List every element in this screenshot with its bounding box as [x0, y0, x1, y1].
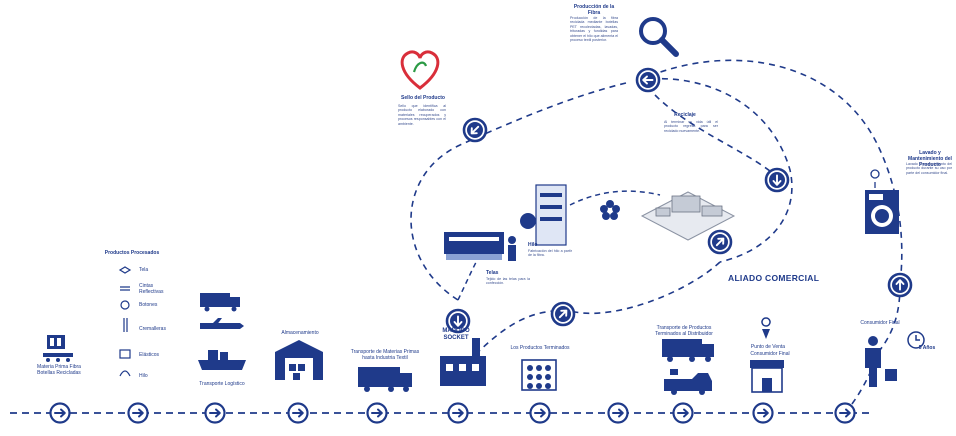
factory-truck-icon — [358, 367, 412, 392]
arrow-up-washing — [887, 272, 913, 298]
flow-arrow-5 — [366, 402, 388, 424]
factory-transport-label: Transporte de Materias Primas hasta Indu… — [350, 349, 420, 361]
consumer-label-store: Consumidor Final — [750, 351, 790, 357]
loop-mid — [569, 190, 661, 206]
yarn-flower-icon — [600, 200, 620, 220]
lifespan-label: 5 Años — [918, 345, 936, 351]
arrow-down-left — [458, 113, 492, 147]
finished-products-icon — [521, 359, 557, 391]
final-products-label: Los Productos Terminados — [510, 345, 570, 351]
flow-arrow-3 — [204, 402, 226, 424]
thread-title: Hilo — [528, 242, 538, 248]
flow-arrow-8 — [607, 402, 629, 424]
material-thread: Hilo — [139, 373, 148, 379]
storage-label: Almacenamiento — [281, 330, 319, 336]
material-icons — [118, 266, 132, 377]
loop-exit-2 — [844, 349, 881, 414]
zipper-icon — [123, 318, 128, 332]
loop-left — [410, 81, 631, 301]
ally-label: ALIADO COMERCIAL — [728, 273, 820, 283]
flow-arrow-7 — [529, 402, 551, 424]
airplane-icon — [200, 323, 244, 329]
location-pin-icon — [761, 317, 771, 339]
magnifier-icon — [639, 17, 679, 57]
washing-machine-icon — [865, 169, 899, 234]
loop-outer — [639, 59, 903, 286]
truck-icon — [200, 293, 230, 307]
logistics-icons — [198, 293, 246, 370]
fabric-icon — [118, 266, 132, 274]
consumer-label: Consumidor Final — [860, 320, 900, 326]
flow-arrow-4 — [287, 402, 309, 424]
loop-inner — [654, 94, 776, 176]
flow-arrow-2 — [127, 402, 149, 424]
materials-title: Productos Procesados — [104, 250, 160, 256]
distribution-truck-icon — [662, 339, 714, 362]
flow-arrow-1 — [49, 402, 71, 424]
washing-title: Lavado y Mantenimiento del Producto — [908, 150, 952, 168]
consumer-icon — [865, 336, 897, 387]
weaving-text: Tejido de las telas para la confección. — [486, 277, 530, 286]
reflective-tape-icon — [120, 286, 130, 291]
arrow-up-right-1 — [546, 297, 580, 331]
arrow-up-right-2 — [703, 225, 737, 259]
recycling-title: Reciclaje — [674, 112, 696, 118]
washing-text: Lavado y mantenimiento del producto dura… — [906, 162, 952, 175]
flow-arrow-6 — [447, 402, 469, 424]
knitting-machine-icon — [444, 232, 516, 261]
point-of-sale-label: Punto de Venta — [750, 344, 786, 350]
spinning-machine-icon — [520, 184, 567, 246]
ship-icon — [198, 360, 246, 370]
loop-exit — [879, 284, 901, 351]
thread-text: Fabricación del hilo a partir de la fibr… — [528, 249, 572, 258]
material-buttons: Botones — [139, 302, 158, 308]
recycling-plant-icon — [640, 191, 736, 241]
madoco-logo-line-2: SOCKET — [443, 335, 469, 341]
store-icon — [750, 360, 784, 393]
heart-logo-icon — [400, 50, 440, 90]
yarn-production-title: Producción de la Fibra — [573, 4, 615, 16]
raw-material-label: Materia Prima Fibra Botellas Recicladas — [37, 364, 81, 376]
loop-machine — [457, 239, 491, 301]
thread-icon — [119, 370, 131, 377]
material-zippers: Cremalleras — [139, 326, 166, 332]
love-symbol-text: Sello que identifica al producto elabora… — [398, 104, 446, 126]
material-fabric: Tela — [139, 267, 149, 273]
yarn-production-text: Producción de la fibra reciclada mediant… — [570, 16, 618, 43]
elastic-icon — [119, 349, 131, 359]
distribution-label: Transporte de Productos Terminados al Di… — [655, 325, 713, 337]
recycling-text: Al terminar su vida útil el producto reg… — [664, 120, 718, 133]
love-symbol-title: Sello del Producto — [401, 95, 445, 101]
flow-arrow-11 — [834, 402, 856, 424]
arrow-left-top — [635, 67, 661, 93]
button-icon — [120, 300, 130, 310]
warehouse-icon — [275, 340, 323, 380]
material-reflective: Cintas Reflectivas — [139, 283, 164, 295]
madoco-logo-line-1: MADOCO — [442, 328, 470, 334]
clock-icon — [907, 331, 925, 349]
weaving-title: Telas — [486, 270, 499, 276]
flow-arrow-10 — [752, 402, 774, 424]
flow-arrow-9 — [672, 402, 694, 424]
logistics-label: Transporte Logístico — [199, 381, 245, 387]
material-elastics: Elásticos — [139, 352, 160, 358]
arrow-down-right — [764, 167, 790, 193]
factory-icon — [440, 338, 486, 386]
conveyor-icon — [43, 335, 73, 362]
pickup-truck-icon — [664, 369, 712, 395]
